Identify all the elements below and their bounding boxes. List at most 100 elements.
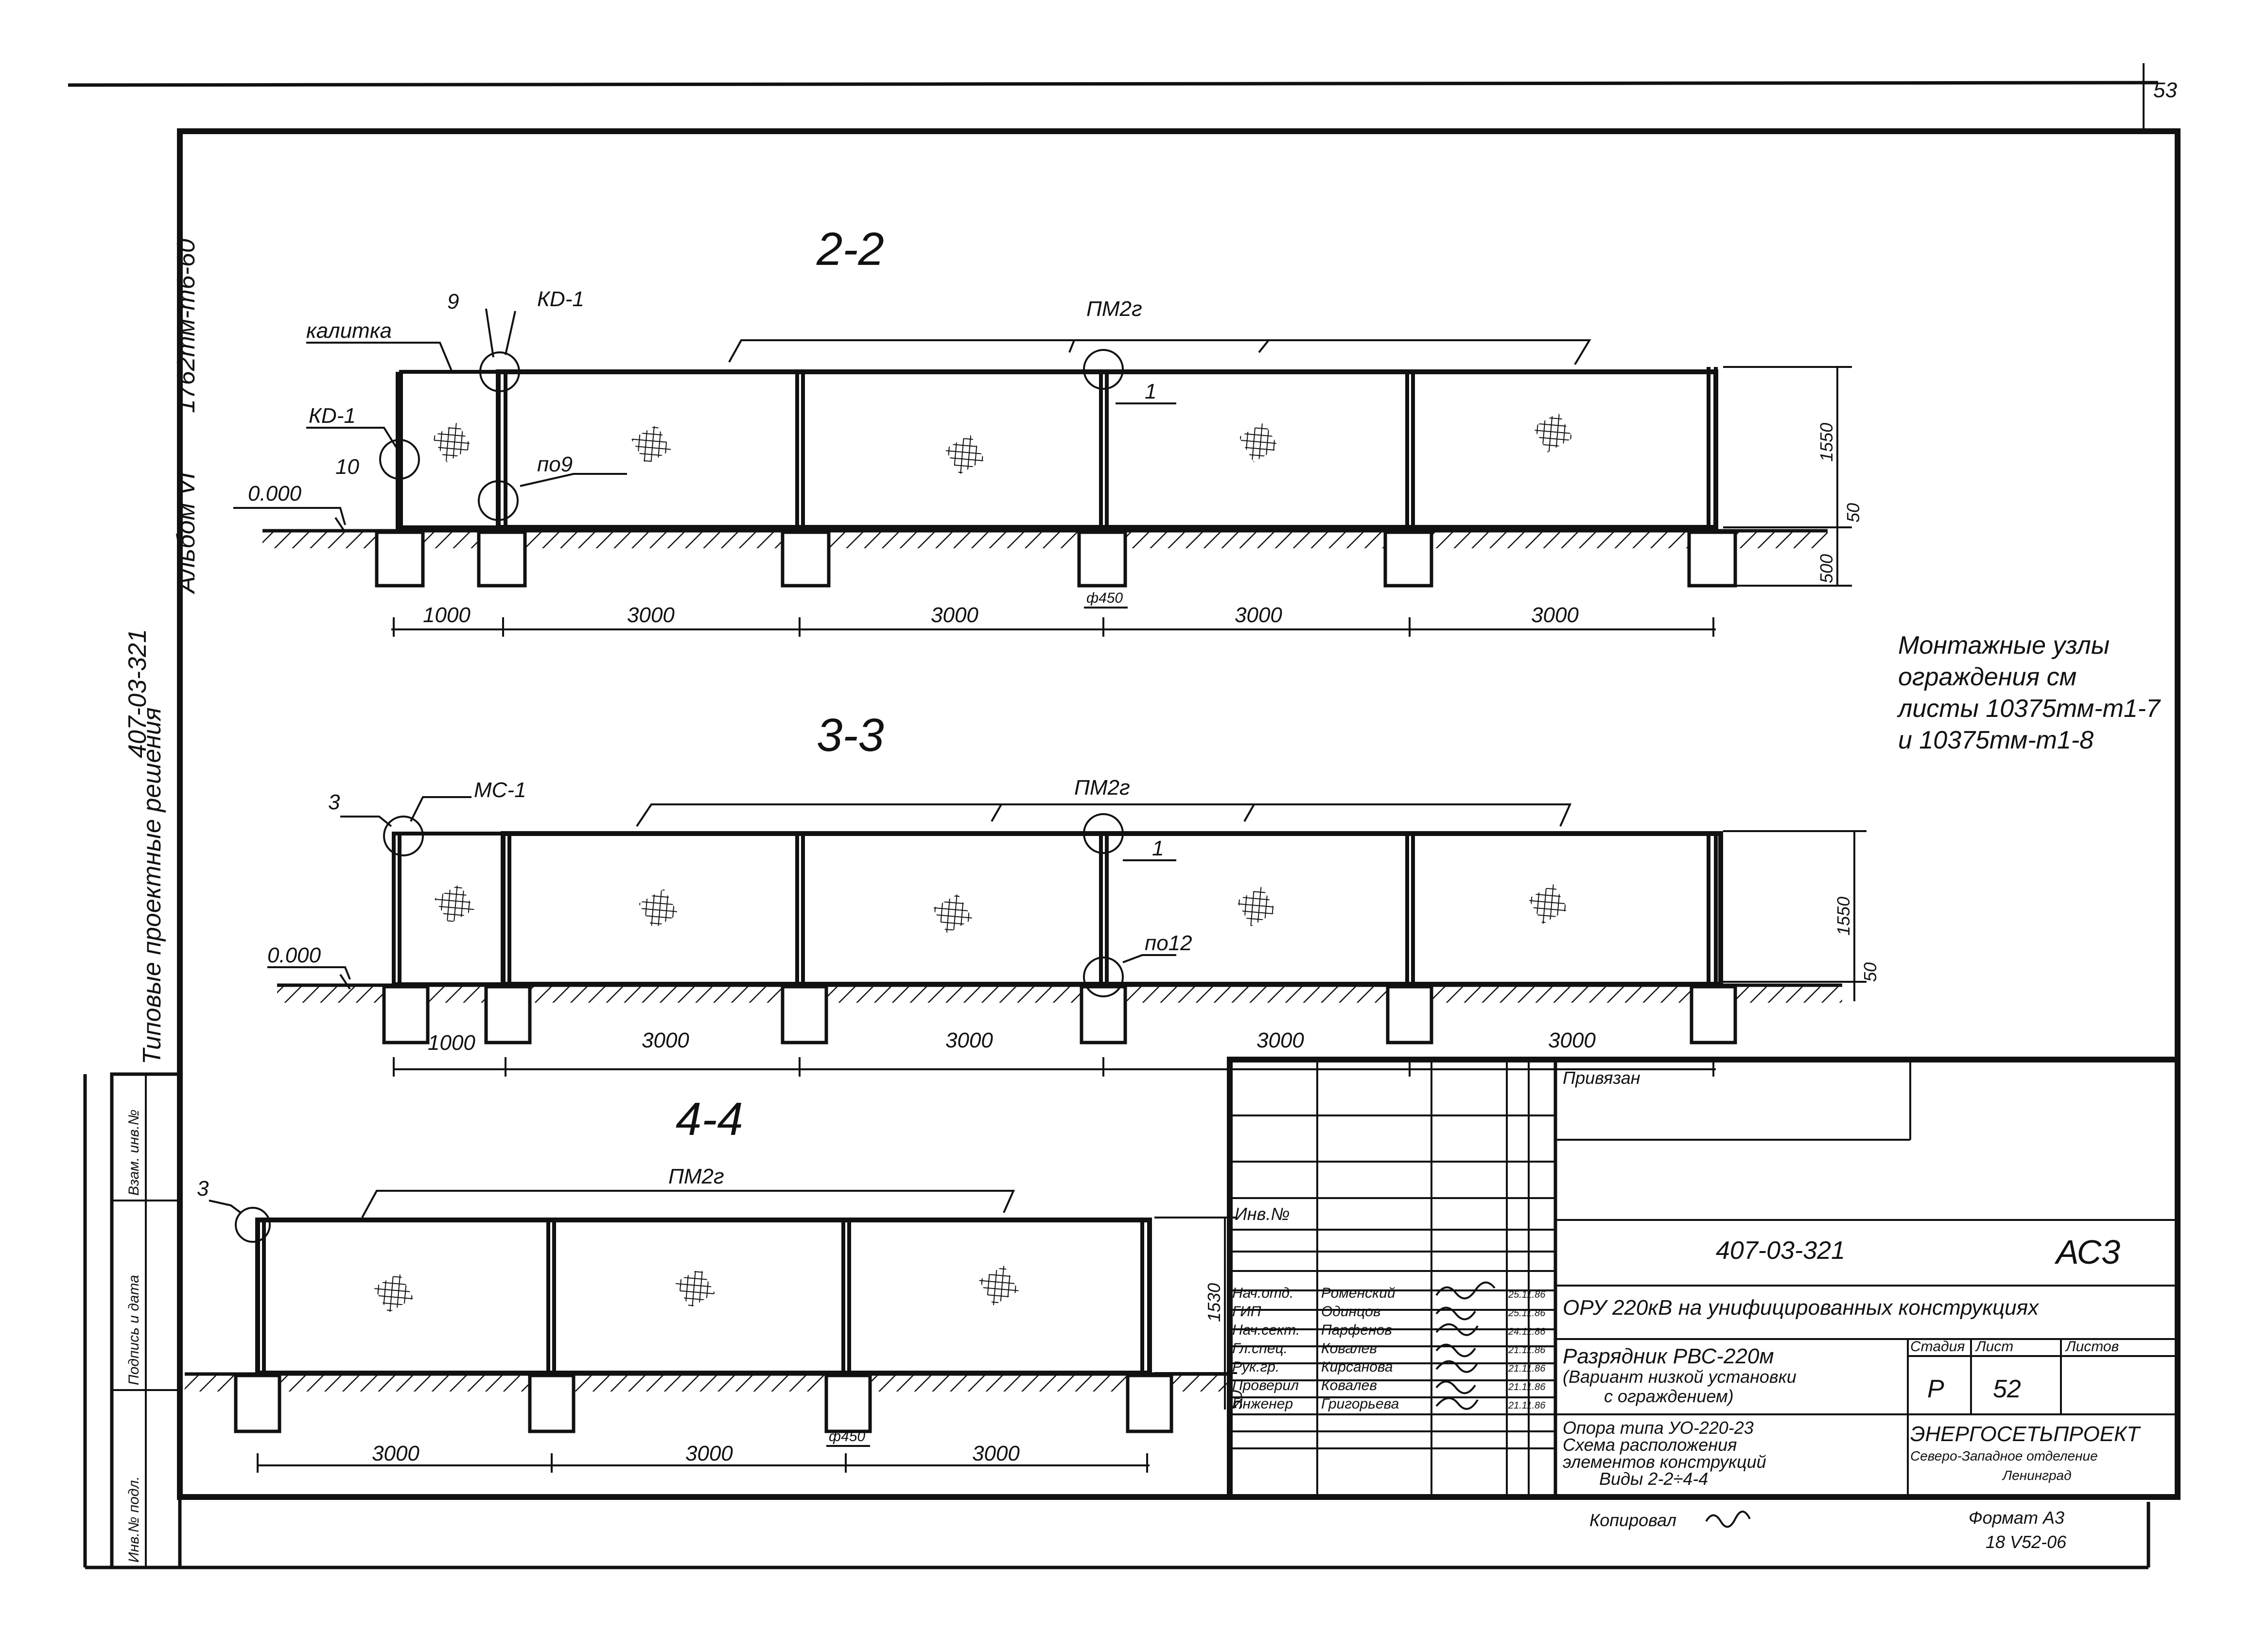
tb-name-4: Кирсанова: [1321, 1359, 1393, 1375]
tb-doc-code: 407-03-321: [1716, 1236, 1845, 1265]
section-3-3-title: 3-3: [817, 709, 884, 761]
tb-role-5: Проверил: [1232, 1377, 1299, 1393]
tb-sheet-code: АС3: [2054, 1233, 2120, 1271]
album-label: Альбом VI: [172, 472, 200, 594]
corner-mark: 53: [2153, 78, 2177, 102]
dim-33-height: 1550: [1833, 897, 1853, 936]
tb-date-4: 21.11.86: [1508, 1363, 1546, 1374]
tb-date-3: 21.11.86: [1508, 1345, 1546, 1356]
tb-desc2-2: элементов конструкций: [1563, 1452, 1766, 1472]
tb-name-1: Одинцов: [1321, 1304, 1381, 1320]
tb-desc1-1: (Вариант низкой установки: [1563, 1367, 1797, 1387]
dim-44-height: 1530: [1204, 1283, 1224, 1322]
label-po9: по9: [537, 453, 573, 476]
section-4-4-fence: [185, 1190, 1237, 1473]
stamp-vzam: Взам. инв.№: [126, 1110, 142, 1196]
sheet-frame: [68, 63, 2181, 1569]
tb-stage: Р: [1927, 1375, 1944, 1403]
label-kd1-upper: КD-1: [537, 287, 584, 311]
tb-project: ОРУ 220кВ на унифицированных конструкция…: [1563, 1296, 2040, 1320]
tb-org-1: Северо-Западное отделение: [1910, 1448, 2098, 1463]
tb-inv: Инв.№: [1235, 1204, 1290, 1224]
dim-22-2: 3000: [931, 603, 978, 627]
label-po12: по12: [1145, 931, 1192, 955]
dim-44-0: 3000: [372, 1442, 419, 1465]
dim-22-diam: ф450: [1086, 590, 1123, 606]
tb-date-0: 25.11.86: [1508, 1289, 1546, 1300]
label-ms1: МС-1: [474, 778, 526, 802]
dim-33-0: 1000: [428, 1031, 475, 1055]
note-line-1: Монтажные узлы: [1898, 631, 2110, 660]
tb-name-5: Ковалев: [1321, 1377, 1377, 1393]
dim-22-height: 1550: [1816, 423, 1836, 462]
label-10: 10: [335, 455, 359, 479]
dim-44-diam: ф450: [829, 1428, 865, 1445]
section-3-3-fence: [267, 796, 1867, 1077]
tb-dates: 25.11.86 25.11.86 24.11.86 21.11.86 21.1…: [1508, 1289, 1546, 1411]
tb-date-1: 25.11.86: [1508, 1308, 1546, 1319]
tb-name-2: Парфенов: [1321, 1322, 1392, 1338]
tb-desc2-1: Схема расположения: [1563, 1435, 1737, 1455]
label-node1-22: 1: [1145, 380, 1156, 403]
label-node1-33: 1: [1152, 836, 1164, 860]
tb-name-0: Роменский: [1321, 1285, 1396, 1301]
tb-role-2: Нач.сект.: [1232, 1322, 1300, 1338]
label-3-44: 3: [197, 1177, 209, 1201]
series-number: 407-03-321: [123, 629, 152, 758]
dim-33-2: 3000: [945, 1028, 993, 1052]
tb-desc1-2: с ограждением): [1604, 1386, 1734, 1406]
tb-name-3: Ковалев: [1321, 1340, 1377, 1357]
dim-44-2: 3000: [972, 1442, 1020, 1465]
tb-role-4: Рук.гр.: [1232, 1359, 1279, 1375]
tb-names: Роменский Одинцов Парфенов Ковалев Кирса…: [1321, 1285, 1399, 1412]
title-block-grid: [1227, 1057, 2181, 1500]
note-line-4: и 10375тм-т1-8: [1898, 726, 2094, 754]
tb-format: Формат А3: [1969, 1508, 2064, 1528]
tb-stage-label: Стадия: [1910, 1339, 1965, 1355]
dim-33-h50: 50: [1860, 962, 1880, 982]
tb-role-1: ГИП: [1232, 1304, 1261, 1320]
tb-extra: 18 V52-06: [1986, 1532, 2067, 1552]
dim-33-3: 3000: [1256, 1028, 1304, 1052]
tb-date-6: 21.11.86: [1508, 1400, 1546, 1411]
tb-desc2-3: Виды 2-2÷4-4: [1599, 1469, 1708, 1489]
note-line-3: листы 10375тм-т1-7: [1897, 695, 2161, 723]
tb-org-0: ЭНЕРГОСЕТЬПРОЕКТ: [1910, 1422, 2141, 1446]
label-9: 9: [447, 290, 459, 313]
tb-sheets-label: Листов: [2065, 1339, 2119, 1355]
tb-desc1-0: Разрядник РВС-220м: [1563, 1344, 1774, 1368]
label-gate: калитка: [306, 319, 392, 343]
note-line-2: ограждения см: [1898, 663, 2076, 691]
tb-desc2-0: Опора типа УО-220-23: [1563, 1418, 1754, 1438]
section-2-2-fence: [233, 308, 1852, 637]
label-pm2g-33: ПМ2г: [1074, 776, 1130, 800]
tb-name-6: Григорьева: [1321, 1396, 1399, 1412]
margin-stamp: [110, 1072, 182, 1569]
dim-22-1: 3000: [627, 603, 675, 627]
series-title: Типовые проектные решения: [138, 707, 166, 1064]
tb-privyazan: Привязан: [1563, 1068, 1640, 1088]
section-4-4-title: 4-4: [676, 1093, 743, 1145]
tb-org-2: Ленинград: [2002, 1468, 2072, 1483]
label-level-33: 0.000: [267, 943, 321, 967]
label-pm2g-22: ПМ2г: [1086, 297, 1142, 321]
dim-44-1: 3000: [685, 1442, 733, 1465]
dim-22-3: 3000: [1235, 603, 1282, 627]
dim-33-4: 3000: [1548, 1028, 1596, 1052]
dim-22-h500: 500: [1816, 554, 1836, 583]
dim-22-0: 1000: [423, 603, 471, 627]
tb-date-2: 24.11.86: [1508, 1326, 1546, 1337]
label-level-22: 0.000: [248, 482, 302, 505]
section-2-2-title: 2-2: [816, 223, 884, 275]
stamp-inv: Инв.№ подл.: [126, 1476, 142, 1563]
label-3-33: 3: [328, 790, 340, 814]
tb-role-0: Нач.отд.: [1232, 1285, 1293, 1301]
dim-33-1: 3000: [642, 1028, 689, 1052]
label-kd1-lower: КD-1: [309, 404, 356, 428]
tb-date-5: 21.11.86: [1508, 1382, 1546, 1392]
tb-copied-signature: [1705, 1511, 1751, 1528]
tb-copied: Копировал: [1589, 1510, 1676, 1530]
tb-role-3: Гл.спец.: [1232, 1340, 1288, 1357]
dim-22-h50: 50: [1843, 503, 1863, 522]
label-pm2g-44: ПМ2г: [668, 1165, 724, 1188]
